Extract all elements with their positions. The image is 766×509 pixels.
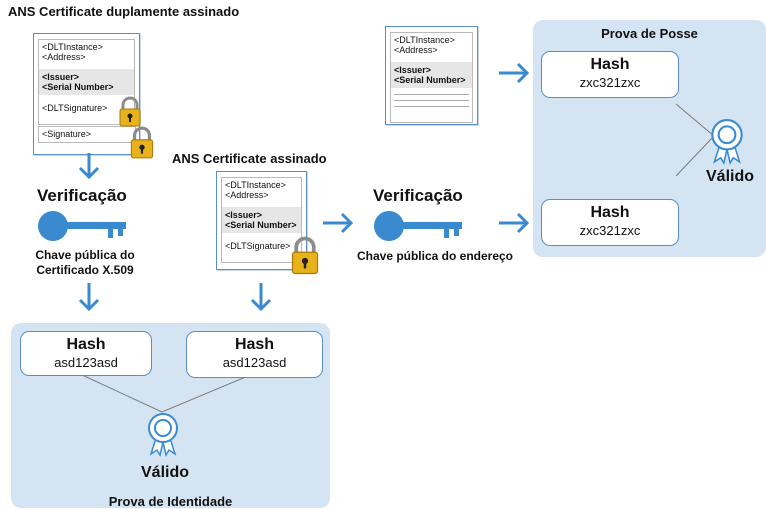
arrow-icon [78, 153, 100, 180]
dlt-instance-field: <DLTInstance> [225, 180, 286, 190]
x509-public-key-caption: Chave pública do Certificado X.509 [35, 248, 135, 277]
double-signed-certificate: <DLTInstance> <Address> <Issuer> <Serial… [33, 33, 140, 155]
award-badge-icon [148, 413, 178, 457]
address-public-key-caption: Chave pública do endereço [356, 249, 514, 263]
lock-icon [130, 126, 154, 159]
hash-value: asd123asd [54, 355, 118, 370]
serial-number-field: <Serial Number> [225, 220, 297, 230]
identity-valid-label: Válido [141, 464, 190, 481]
proof-of-possession-title: Prova de Posse [601, 26, 698, 41]
proof-of-identity-title: Prova de Identidade [108, 494, 233, 509]
arrow-icon [250, 283, 272, 312]
serial-number-field: <Serial Number> [42, 82, 114, 92]
verification-label: Verificação [373, 186, 463, 205]
lock-icon [291, 236, 319, 275]
signed-certificate: <DLTInstance> <Address> <Issuer> <Serial… [216, 171, 307, 270]
hash-value: zxc321zxc [579, 75, 641, 90]
signed-title: ANS Certificate assinado [172, 151, 327, 166]
certificate-fields: <DLTInstance> <Address> <Issuer> <Serial… [221, 177, 302, 263]
hash-value: zxc321zxc [579, 223, 641, 238]
issuer-field: <Issuer> [394, 65, 432, 75]
double-signed-title: ANS Certificate duplamente assinado [8, 4, 240, 19]
address-field: <Address> [225, 190, 269, 200]
key-icon [38, 211, 126, 241]
key-icon [374, 211, 462, 241]
certificate-fields: <DLTInstance> <Address> <Issuer> <Serial… [390, 32, 473, 123]
dlt-instance-field: <DLTInstance> [394, 35, 455, 45]
verification-label: Verificação [37, 186, 127, 205]
certificate-document: <DLTInstance> <Address> <Issuer> <Serial… [385, 26, 478, 125]
award-badge-icon [711, 119, 743, 166]
arrow-icon [499, 212, 530, 234]
lock-icon [119, 96, 141, 127]
possession-hash-box-top: Hash zxc321zxc [541, 51, 679, 98]
hash-label: Hash [234, 336, 275, 353]
hash-label: Hash [590, 204, 630, 221]
dlt-signature-field: <DLTSignature> [42, 103, 108, 113]
address-field: <Address> [394, 45, 438, 55]
issuer-field: <Issuer> [42, 72, 80, 82]
address-field: <Address> [42, 52, 86, 62]
identity-hash-box-right: Hash asd123asd [186, 331, 323, 378]
dlt-instance-field: <DLTInstance> [42, 42, 103, 52]
signature-field: <Signature> [38, 126, 136, 143]
arrow-icon [78, 283, 100, 312]
hash-label: Hash [66, 336, 106, 353]
hash-label: Hash [590, 56, 630, 73]
dlt-signature-field: <DLTSignature> [225, 241, 291, 251]
issuer-field: <Issuer> [225, 210, 263, 220]
arrow-icon [499, 62, 530, 84]
possession-valid-label: Válido [706, 168, 755, 185]
hash-value: asd123asd [222, 355, 287, 370]
arrow-icon [323, 212, 354, 234]
possession-hash-box-bottom: Hash zxc321zxc [541, 199, 679, 246]
identity-hash-box-left: Hash asd123asd [20, 331, 152, 376]
serial-number-field: <Serial Number> [394, 75, 466, 85]
certificate-fields: <DLTInstance> <Address> <Issuer> <Serial… [38, 39, 135, 125]
